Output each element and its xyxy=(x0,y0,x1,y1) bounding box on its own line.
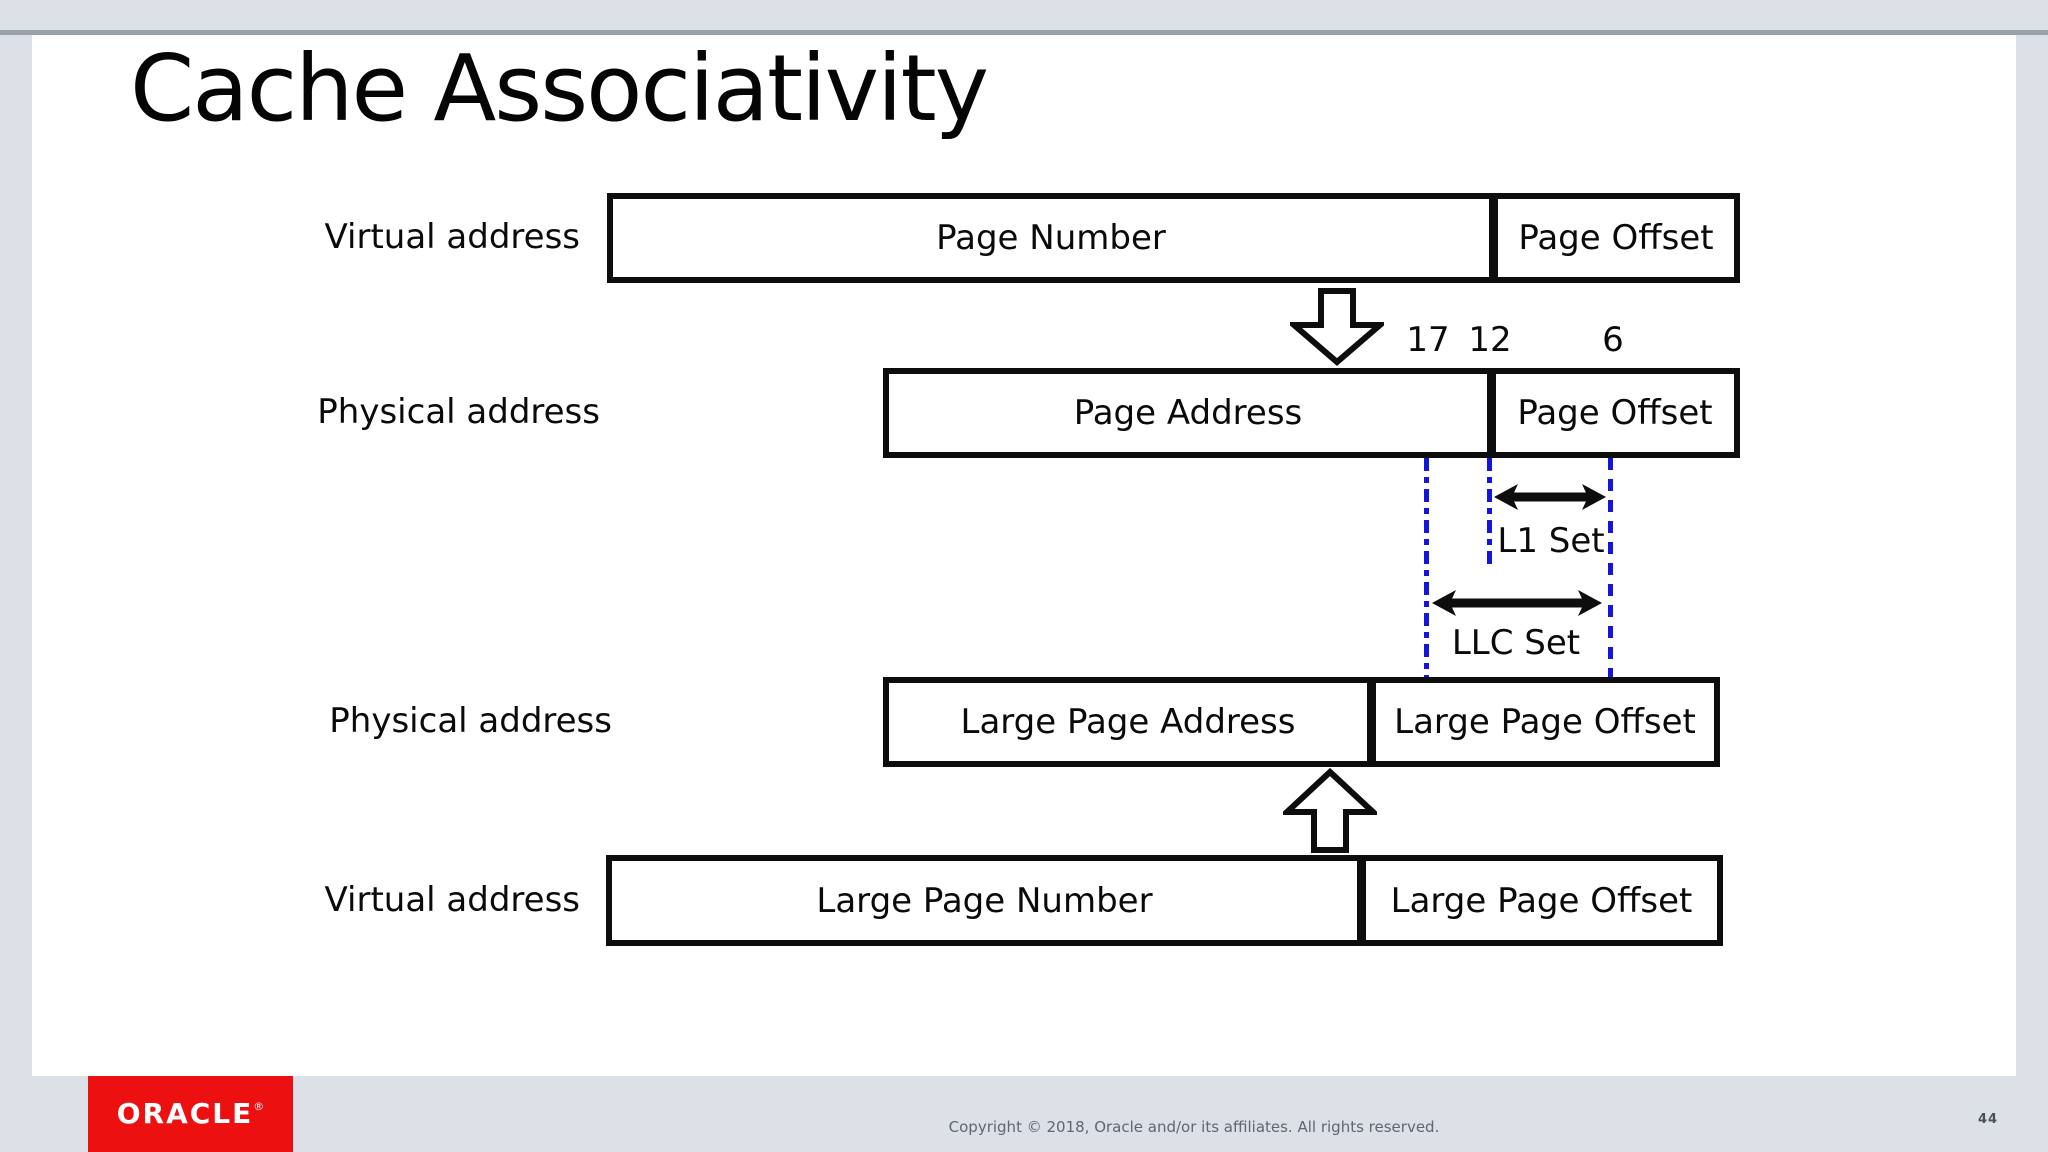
row1-label: Virtual address xyxy=(324,217,580,257)
copyright-text: Copyright © 2018, Oracle and/or its affi… xyxy=(948,1118,1440,1136)
row2-label: Physical address xyxy=(317,392,600,432)
bit6-boundary-line xyxy=(1608,458,1613,677)
bit-number-17: 17 xyxy=(1406,320,1450,360)
oracle-wordmark: ORACLE xyxy=(116,1097,254,1130)
up-arrow-icon xyxy=(1283,768,1377,853)
row4-label: Virtual address xyxy=(324,880,580,920)
llc-set-label: LLC Set xyxy=(1451,623,1581,663)
cell-page-number: Page Number xyxy=(936,218,1166,258)
cell-page-offset-virtual: Page Offset xyxy=(1489,199,1734,277)
cell-large-page-address: Large Page Address xyxy=(960,702,1296,742)
page-number: 44 xyxy=(1977,1112,1999,1127)
llc-set-range-arrow-icon xyxy=(1432,590,1602,616)
cell-page-address: Page Address xyxy=(1073,393,1303,433)
bit12-boundary-line xyxy=(1487,458,1492,564)
top-divider-line xyxy=(0,30,2048,35)
row1-address-box: Page Number Page Offset xyxy=(607,193,1740,283)
row4-address-box: Large Page Number Large Page Offset xyxy=(606,855,1723,946)
l1-set-label: L1 Set xyxy=(1497,521,1605,561)
bit-number-6: 6 xyxy=(1602,320,1624,360)
oracle-logo: ORACLE® xyxy=(88,1076,293,1152)
l1-set-range-arrow-icon xyxy=(1494,484,1606,510)
row2-address-box: Page Address Page Offset xyxy=(883,368,1740,458)
row3-label: Physical address xyxy=(329,701,612,741)
slide-title: Cache Associativity xyxy=(130,35,989,142)
row3-address-box: Large Page Address Large Page Offset xyxy=(883,677,1720,767)
registered-trademark-icon: ® xyxy=(253,1099,265,1113)
cell-large-page-number: Large Page Number xyxy=(816,880,1153,921)
down-arrow-icon xyxy=(1290,288,1384,366)
bit17-boundary-line xyxy=(1424,458,1429,677)
cell-large-page-offset-virtual: Large Page Offset xyxy=(1357,861,1717,940)
cell-large-page-offset-physical: Large Page Offset xyxy=(1367,683,1714,761)
bit-number-12: 12 xyxy=(1468,320,1512,360)
cell-page-offset-physical: Page Offset xyxy=(1487,374,1734,452)
